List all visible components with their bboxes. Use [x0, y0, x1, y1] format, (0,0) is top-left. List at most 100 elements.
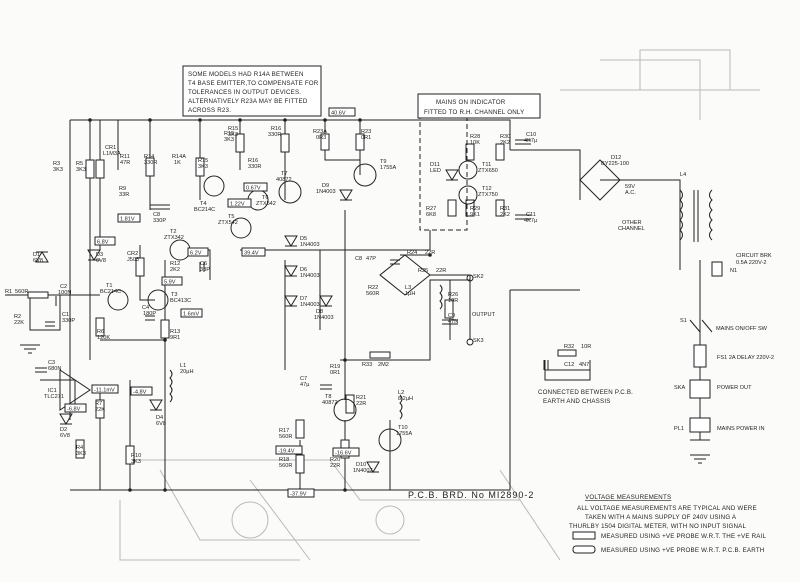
component-label: MAINS ON/OFF SW — [716, 326, 768, 332]
component-label: 2K2 — [500, 212, 510, 218]
component-label: 3K3 — [224, 137, 234, 143]
component-label: TLC271 — [44, 394, 64, 400]
component-label: R18 — [279, 457, 289, 463]
voltage-reading: 5.9V — [161, 276, 183, 286]
component-label: 1N4003 — [314, 315, 334, 321]
component-label: R20 — [330, 457, 340, 463]
component-label: R9 — [119, 186, 126, 192]
component-label: D5 — [300, 236, 307, 242]
component-label: R31 — [500, 206, 510, 212]
component-label: 9R1 — [170, 335, 180, 341]
component-label: 6V8 — [96, 258, 106, 264]
component-label: R23 — [361, 129, 371, 135]
voltage-reading-text: 0.67V — [246, 185, 261, 191]
component-label: 33R — [119, 192, 129, 198]
voltage-reading-box — [117, 213, 141, 223]
component-label: L3 — [405, 285, 411, 291]
component-label: 1N4003 — [316, 189, 336, 195]
component-label: R10 — [131, 453, 141, 459]
component-label: R15 — [224, 131, 234, 137]
component-label: A.C. — [625, 190, 636, 196]
component-label: 47N — [448, 319, 458, 325]
mains-indicator-line: FITTED TO R.H. CHANNEL ONLY — [424, 109, 524, 116]
component-label: 59V — [625, 184, 635, 190]
component-label: R24 — [407, 250, 417, 256]
r14a-note-line: ALTERNATIVELY R23A MAY BE FITTED — [188, 98, 308, 105]
component-label: 1µH — [405, 291, 415, 297]
voltage-reading-box — [94, 236, 116, 246]
component-label: 4K7µ — [524, 138, 538, 144]
voltage-reading-text: 1.81V — [120, 216, 135, 222]
component-label: IC1 — [48, 388, 57, 394]
component-label: C7 — [300, 376, 307, 382]
earth-note-line: CONNECTED BETWEEN P.C.B. — [538, 389, 633, 396]
voltage-reading-text: 40.6V — [331, 110, 346, 116]
component-label: T11 — [482, 162, 491, 168]
component-label: FS1 2A DELAY 220V-2 — [717, 355, 774, 361]
component-label: PL1 — [674, 426, 684, 432]
component-label: 33P — [200, 267, 210, 273]
component-label: R13 — [170, 329, 180, 335]
component-label: R2 — [14, 314, 21, 320]
component-label: 22R — [356, 401, 366, 407]
component-label: L1 — [180, 363, 186, 369]
voltage-reading: 6.2V — [187, 247, 209, 257]
voltage-reading: -37.9V — [287, 488, 315, 498]
component-label: 9K1 — [470, 212, 480, 218]
component-label: D7 — [300, 296, 307, 302]
component-label: T10 — [398, 425, 408, 431]
component-label: BC214C — [194, 207, 215, 213]
component-label: R23A — [313, 129, 327, 135]
voltage-line: TAKEN WITH A MAINS SUPPLY OF 240V USING … — [585, 514, 737, 521]
component-label: R16 — [248, 158, 258, 164]
component-label: R1 — [5, 289, 12, 295]
component-label: CHANNEL — [618, 226, 645, 232]
component-label: D8 — [316, 309, 323, 315]
legend-positive: MEASURED USING +VE PROBE W.R.T. THE +VE … — [601, 533, 766, 540]
component-label: OUTPUT — [472, 312, 496, 318]
voltage-reading-box — [187, 247, 209, 257]
voltage-reading-text: 1.6mV — [183, 311, 199, 317]
component-label: T9 — [380, 159, 387, 165]
component-label: D6 — [300, 267, 307, 273]
voltage-reading-box — [275, 445, 303, 455]
component-label: CR1 — [105, 145, 116, 151]
component-label: CIRCUIT BRK — [736, 253, 772, 259]
component-label: ZTX542 — [218, 220, 238, 226]
voltage-reading: 6.8V — [94, 236, 116, 246]
component-label: D10 — [356, 462, 366, 468]
component-label: D12 — [611, 155, 621, 161]
component-label: 680N — [48, 366, 61, 372]
component-label: 6V8 — [156, 421, 166, 427]
r14a-note-line: SOME MODELS HAD R14A BETWEEN — [188, 71, 304, 78]
component-label: T5 — [228, 214, 235, 220]
component-label: 100N — [58, 290, 71, 296]
component-label: 560R — [279, 463, 292, 469]
voltage-reading: 39.4V — [241, 247, 266, 257]
component-label: R6 — [97, 329, 104, 335]
component-label: 3K3 — [131, 459, 141, 465]
component-label: 330R — [268, 132, 281, 138]
voltage-reading-text: 1.22V — [230, 201, 245, 207]
voltage-title: VOLTAGE MEASUREMENTS — [585, 494, 671, 501]
wiring — [5, 119, 710, 491]
component-label: T12 — [482, 186, 492, 192]
component-label: T7 — [281, 171, 288, 177]
component-label: T1 — [106, 283, 113, 289]
component-label: L4 — [680, 172, 686, 178]
component-label: 10K — [470, 140, 480, 146]
voltage-reading-text: -11.1mV — [94, 387, 115, 393]
voltage-reading: 1.22V — [227, 198, 252, 208]
component-label: 560R — [279, 434, 292, 440]
voltage-readings: 40.6V 1.81V 0.67V 1.22V 39.4V 6.8V 6.2V 5.9V 1.6… — [64, 107, 360, 498]
component-label: 1N4003 — [300, 273, 320, 279]
voltage-reading-box — [180, 308, 203, 318]
component-label: LED — [430, 168, 441, 174]
component-label: C8 — [355, 256, 362, 262]
component-label: 10R — [581, 344, 591, 350]
component-label: OTHER — [622, 220, 642, 226]
component-label: SK3 — [473, 338, 484, 344]
component-label: 0R1 — [361, 135, 371, 141]
r14a-note-box: SOME MODELS HAD R14A BETWEEN T4 BASE EMI… — [182, 65, 322, 117]
